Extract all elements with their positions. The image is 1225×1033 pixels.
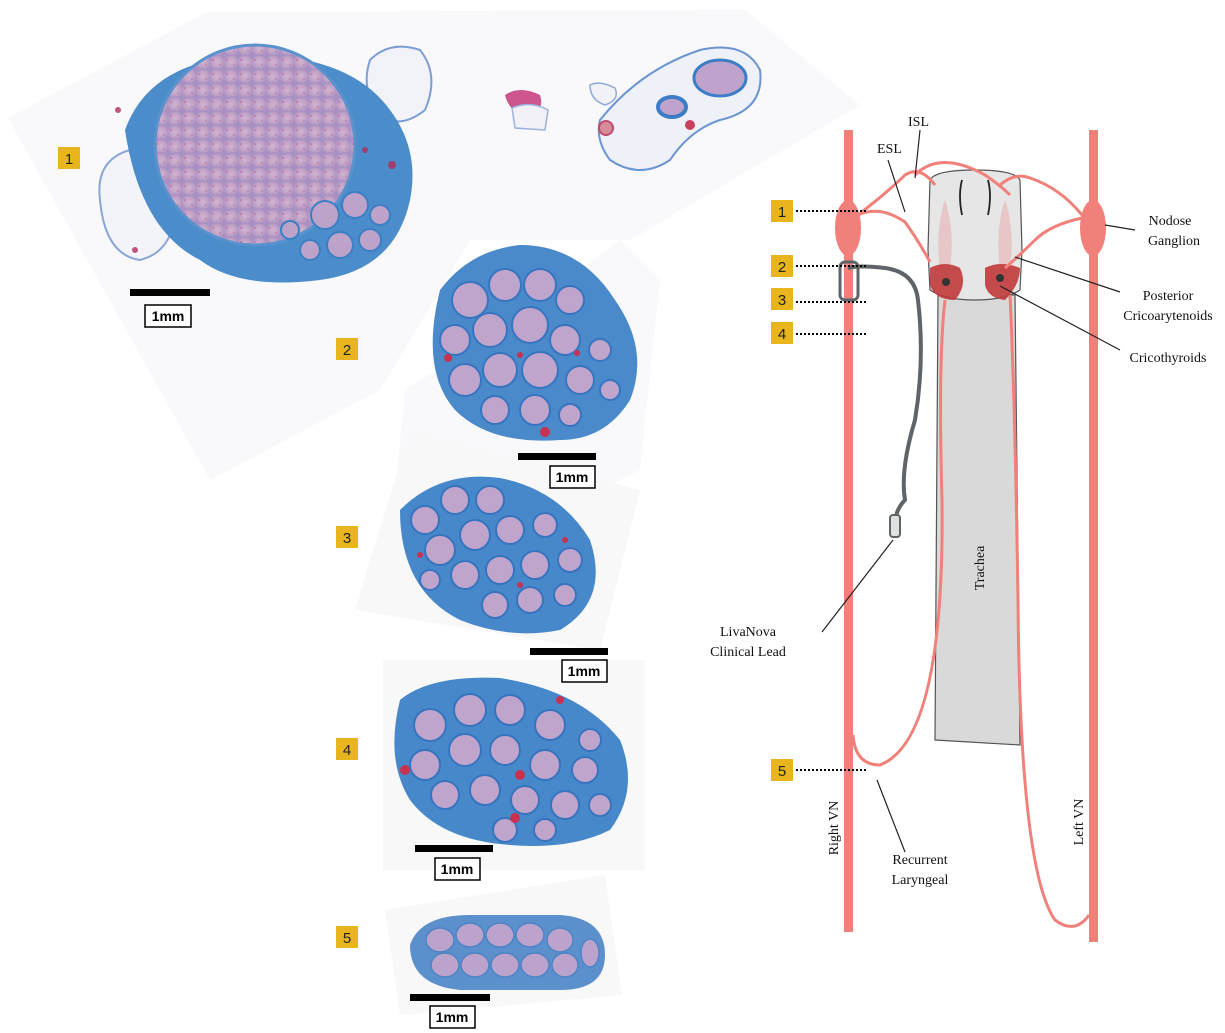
label-isl: ISL	[908, 115, 929, 130]
svg-text:2: 2	[343, 342, 351, 359]
label-posterior-line1: Posterior	[1143, 289, 1194, 304]
svg-text:1: 1	[778, 204, 786, 221]
scale-bar-5	[410, 994, 490, 1001]
left-nodose-ganglion	[1080, 200, 1106, 256]
label-recurrent-line1: Recurrent	[892, 853, 947, 868]
scale-label-5: 1mm	[436, 1009, 469, 1025]
scale-label-3: 1mm	[568, 663, 601, 679]
livanova-lead	[848, 267, 921, 526]
scale-label-4: 1mm	[441, 861, 474, 877]
svg-text:5: 5	[343, 930, 351, 947]
svg-text:1: 1	[65, 151, 73, 168]
svg-text:4: 4	[778, 326, 786, 343]
scale-bar-3	[530, 648, 608, 655]
label-posterior-line2: Cricoarytenoids	[1123, 309, 1212, 324]
scale-bar-2	[518, 453, 596, 460]
svg-text:3: 3	[778, 292, 786, 309]
label-right-vn: Right VN	[827, 801, 842, 856]
section-badge-2: 2	[336, 338, 358, 360]
nerve-section-5: 1mm	[410, 915, 605, 1028]
svg-text:3: 3	[343, 530, 351, 547]
lead-connector	[890, 515, 900, 537]
scale-bar-4	[415, 845, 493, 852]
section-badge-1: 1	[58, 147, 80, 169]
histology-panel: 1mm 1mm	[8, 10, 860, 1028]
label-esl: ESL	[877, 142, 902, 157]
label-livanova-line1: LivaNova	[720, 625, 777, 640]
section-badge-5: 5	[336, 926, 358, 948]
label-left-vn: Left VN	[1072, 799, 1087, 846]
label-trachea: Trachea	[973, 545, 988, 590]
svg-text:4: 4	[343, 742, 351, 759]
label-cricothyroids: Cricothyroids	[1130, 351, 1207, 366]
scale-bar-1	[130, 289, 210, 296]
label-nodose-line1: Nodose	[1149, 214, 1192, 229]
right-nodose-ganglion	[835, 200, 861, 256]
label-recurrent-line2: Laryngeal	[892, 873, 949, 888]
scale-label-2: 1mm	[556, 469, 589, 485]
svg-text:2: 2	[778, 259, 786, 276]
section-badge-4: 4	[336, 738, 358, 760]
svg-text:5: 5	[778, 763, 786, 780]
section-badge-3: 3	[336, 526, 358, 548]
label-livanova-line2: Clinical Lead	[710, 645, 786, 660]
anatomy-diagram: 1 2 3 4 5	[710, 115, 1213, 942]
trachea	[935, 295, 1020, 745]
scale-label-1: 1mm	[152, 308, 185, 324]
label-nodose-line2: Ganglion	[1148, 234, 1200, 249]
